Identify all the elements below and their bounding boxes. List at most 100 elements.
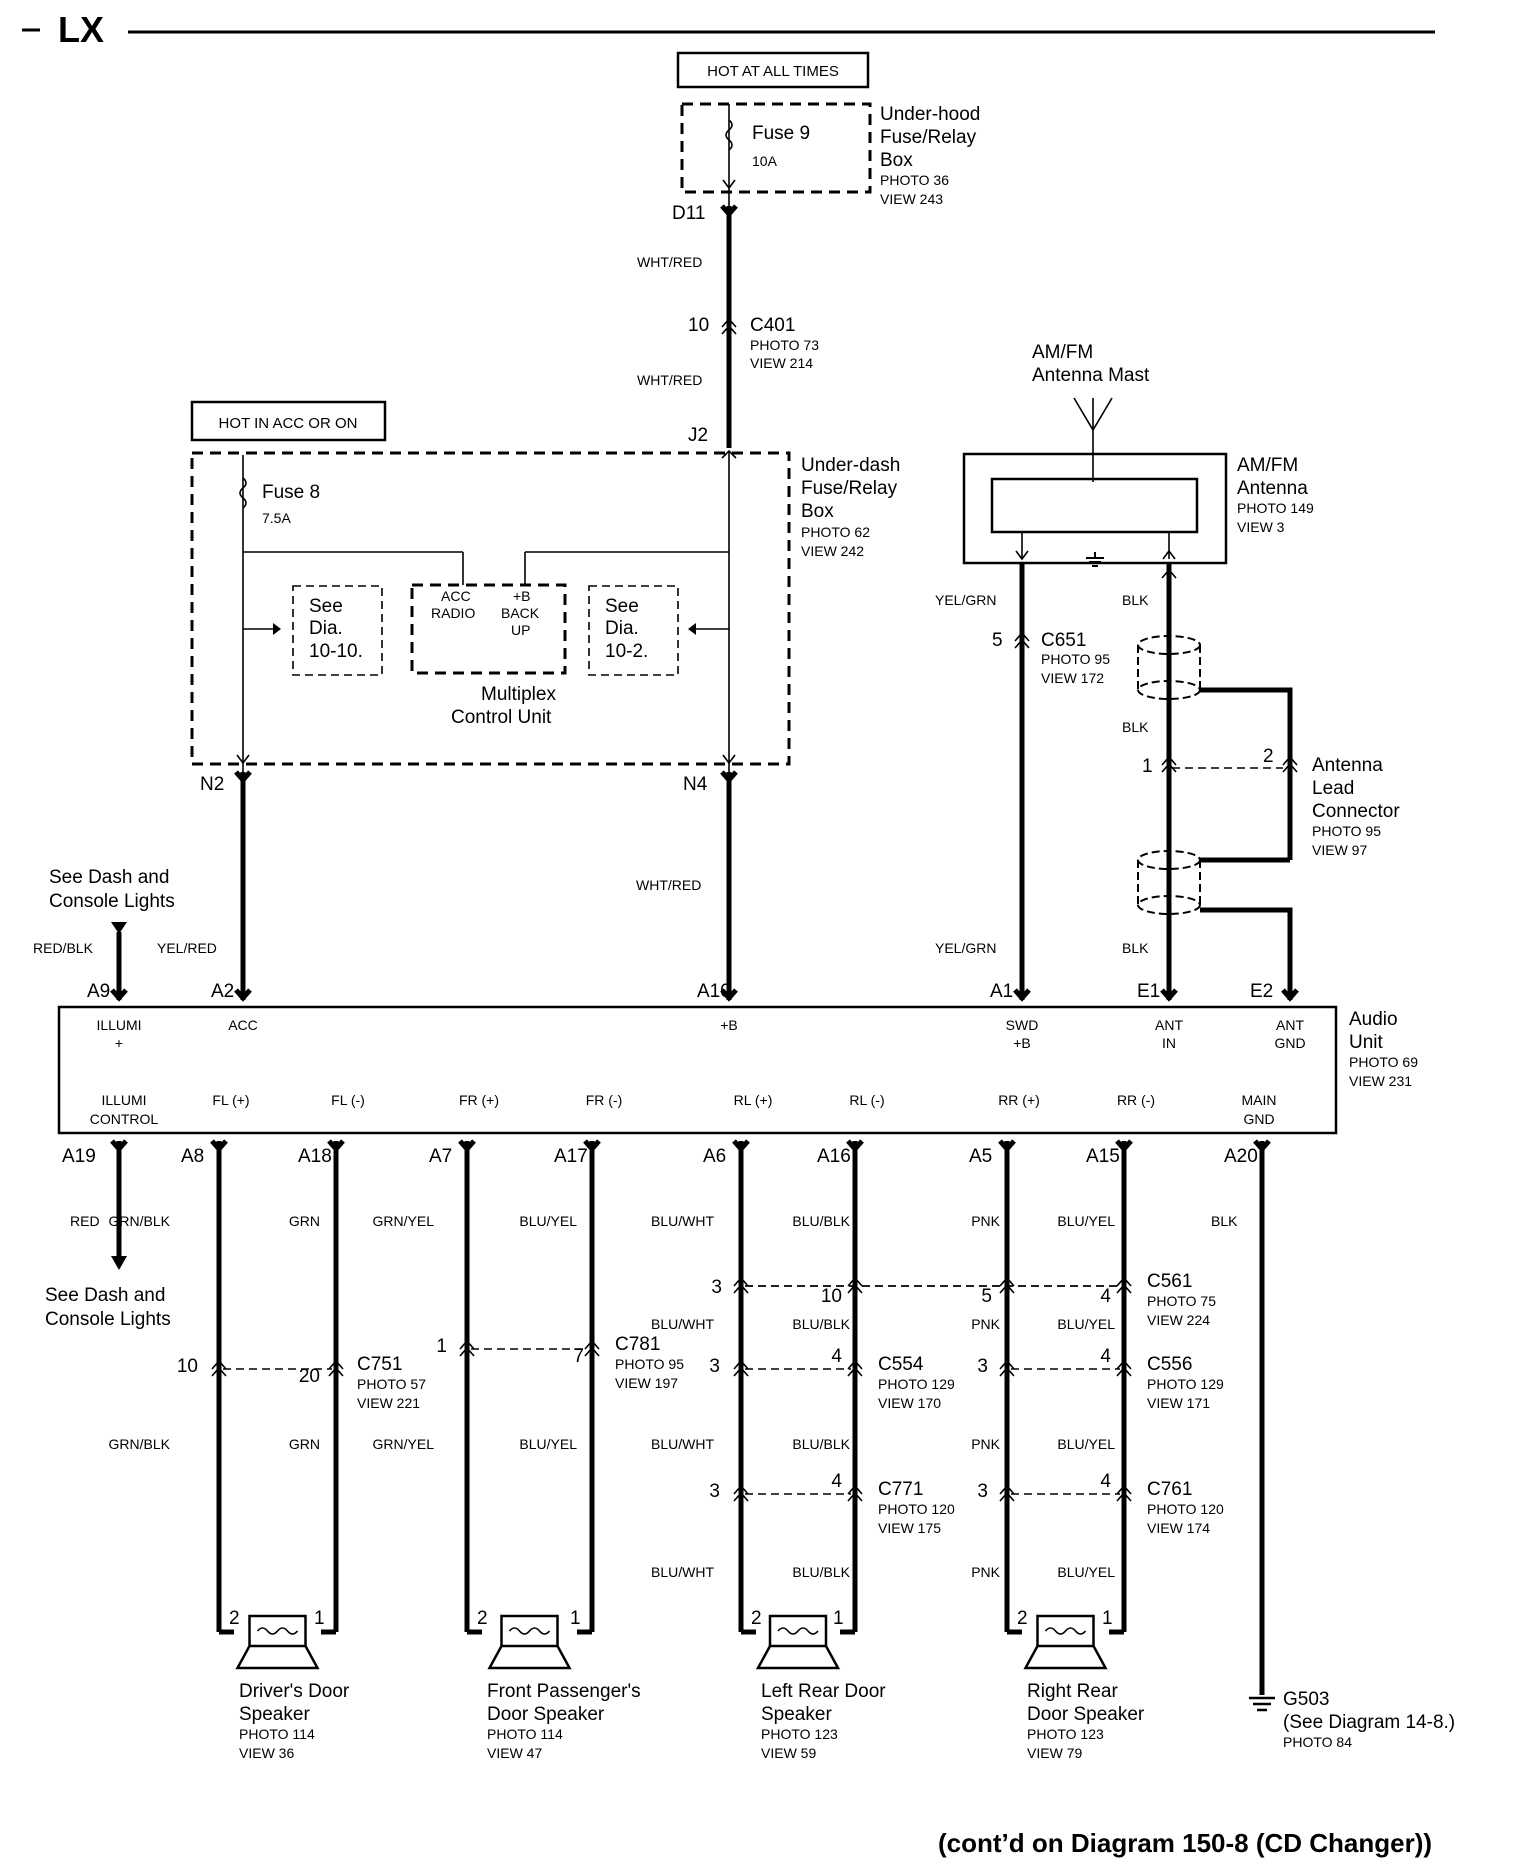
- c761-pin: 3: [977, 1481, 988, 1502]
- audio-bottom-pin: A6: [703, 1146, 726, 1167]
- c556-name: C556: [1147, 1354, 1192, 1375]
- audio-bottom-label-2: CONTROL: [90, 1111, 159, 1127]
- speaker-name-2: Speaker: [761, 1704, 832, 1725]
- terminal-j2: J2: [688, 425, 708, 446]
- underhood-name-3: Box: [880, 150, 913, 171]
- audio-top-label: ANT: [1155, 1017, 1183, 1033]
- audio-bottom-pin: A18: [298, 1146, 332, 1167]
- c761-photo: PHOTO 120: [1147, 1501, 1224, 1517]
- c781-connector-icon: [459, 1339, 475, 1357]
- see-left-3: 10-10.: [309, 641, 363, 662]
- speaker-pin-right: 1: [570, 1608, 581, 1629]
- see-right-2: Dia.: [605, 618, 639, 639]
- wire-color-yel-grn-1: YEL/GRN: [935, 592, 996, 608]
- wire-color-grn-yel: GRN/YEL: [373, 1436, 435, 1452]
- wire-color-blu-wht: BLU/WHT: [651, 1436, 714, 1452]
- ground-photo: PHOTO 84: [1283, 1734, 1352, 1750]
- multiplex-control-unit: [410, 583, 567, 675]
- audio-bottom-label: FR (+): [459, 1092, 499, 1108]
- audio-top-label: ACC: [228, 1017, 258, 1033]
- antenna-name-1: AM/FM: [1237, 455, 1298, 476]
- speaker-name-2: Door Speaker: [1027, 1704, 1145, 1725]
- antenna-mast-2: Antenna Mast: [1032, 365, 1150, 386]
- wire-color-blu-yel: BLU/YEL: [1057, 1436, 1115, 1452]
- speaker-photo: PHOTO 114: [487, 1726, 563, 1742]
- audio-bottom-pin: A19: [62, 1146, 96, 1167]
- audio-bottom-label: FL (-): [331, 1092, 365, 1108]
- audio-unit-photo: PHOTO 69: [1349, 1054, 1418, 1070]
- audio-bottom-pin: A5: [969, 1146, 992, 1167]
- antenna-section: AM/FM Antenna Mast AM/FM Antenna PHOTO 1…: [935, 342, 1400, 1000]
- audio-top-pin: A1: [990, 981, 1013, 1002]
- antenna-lead-name-3: Connector: [1312, 801, 1400, 822]
- c781-pin: 7: [573, 1346, 584, 1367]
- mcu-name-2: Control Unit: [451, 707, 552, 728]
- audio-unit-view: VIEW 231: [1349, 1073, 1412, 1089]
- c651-pin: 5: [992, 630, 1003, 651]
- underhood-name-2: Fuse/Relay: [880, 127, 977, 148]
- c781-pin: 1: [436, 1336, 447, 1357]
- dash-lights-top-1: See Dash and: [49, 867, 169, 888]
- speaker-pin-right: 1: [314, 1608, 325, 1629]
- audio-top-label: ANT: [1276, 1017, 1304, 1033]
- c771-connector-icon: [733, 1484, 749, 1502]
- c554-name: C554: [878, 1354, 924, 1375]
- underhood-view: VIEW 243: [880, 191, 943, 207]
- antenna-lead-name-1: Antenna: [1312, 755, 1383, 776]
- speaker-photo: PHOTO 123: [1027, 1726, 1104, 1742]
- c751-photo: PHOTO 57: [357, 1376, 426, 1392]
- dash-lights-top-2: Console Lights: [49, 891, 175, 912]
- antenna-lead-name-2: Lead: [1312, 778, 1354, 799]
- audio-top-pin: E2: [1250, 981, 1273, 1002]
- illumi-input: See Dash and Console Lights RED/BLK: [33, 867, 175, 1000]
- wire-color-blk-3: BLK: [1122, 940, 1149, 956]
- antenna-view: VIEW 3: [1237, 519, 1285, 535]
- page-title: LX: [58, 9, 104, 50]
- antenna-lead-view: VIEW 97: [1312, 842, 1367, 858]
- wire-color-red-blk: RED/BLK: [33, 940, 94, 956]
- c561-photo: PHOTO 75: [1147, 1293, 1216, 1309]
- mcu-b-2: BACK: [501, 605, 540, 621]
- c561-name: C561: [1147, 1271, 1192, 1292]
- c651-name: C651: [1041, 630, 1086, 651]
- audio-bottom-label: ILLUMI: [101, 1092, 146, 1108]
- terminal-n4: N4: [683, 774, 708, 795]
- c751-connector-icon: [211, 1359, 227, 1377]
- antenna-lead-pin2-icon: [1282, 755, 1298, 773]
- c761-view: VIEW 174: [1147, 1520, 1210, 1536]
- wire-color-blu-wht: BLU/WHT: [651, 1564, 714, 1580]
- underhood-fuse-box: HOT AT ALL TIMES Fuse 9 10A Under-hood F…: [672, 51, 980, 224]
- wire-color-red: RED: [70, 1213, 100, 1229]
- c751-pin: 20: [299, 1366, 320, 1387]
- audio-bottom-pin: A20: [1224, 1146, 1258, 1167]
- audio-unit-name-1: Audio: [1349, 1009, 1398, 1030]
- antenna-ground-icon: [1086, 552, 1104, 567]
- c771-connector-icon: [847, 1484, 863, 1502]
- c556-connector-icon: [999, 1359, 1015, 1377]
- c781-name: C781: [615, 1334, 660, 1355]
- c561-connector-icon: [733, 1276, 749, 1294]
- see-right-1: See: [605, 596, 639, 617]
- terminal-n2: N2: [200, 774, 224, 795]
- c556-photo: PHOTO 129: [1147, 1376, 1224, 1392]
- mcu-name-1: Multiplex: [481, 684, 556, 705]
- c556-pin: 3: [977, 1356, 988, 1377]
- audio-bottom-pin: A17: [554, 1146, 588, 1167]
- c561-pin: 5: [981, 1286, 992, 1307]
- c771-pin: 4: [831, 1471, 842, 1492]
- audio-top-label-2: +: [115, 1035, 123, 1051]
- audio-bottom-label: RR (-): [1117, 1092, 1155, 1108]
- wire-color-blu-blk: BLU/BLK: [792, 1436, 850, 1452]
- speaker-name-2: Door Speaker: [487, 1704, 605, 1725]
- mcu-acc-2: RADIO: [431, 605, 475, 621]
- speaker-pin-right: 1: [1102, 1608, 1113, 1629]
- antenna-lead-pin-1: 1: [1142, 756, 1153, 777]
- c651-view: VIEW 172: [1041, 670, 1104, 686]
- speaker-name-1: Right Rear: [1027, 1681, 1118, 1702]
- c751-name: C751: [357, 1354, 402, 1375]
- footer-note: (cont’d on Diagram 150-8 (CD Changer)): [938, 1828, 1432, 1858]
- wire-color-blu-wht: BLU/WHT: [651, 1213, 714, 1229]
- wire-color-wht-red-3: WHT/RED: [636, 877, 701, 893]
- wire-color-pnk: PNK: [971, 1213, 1000, 1229]
- c556-connector-icon: [1116, 1359, 1132, 1377]
